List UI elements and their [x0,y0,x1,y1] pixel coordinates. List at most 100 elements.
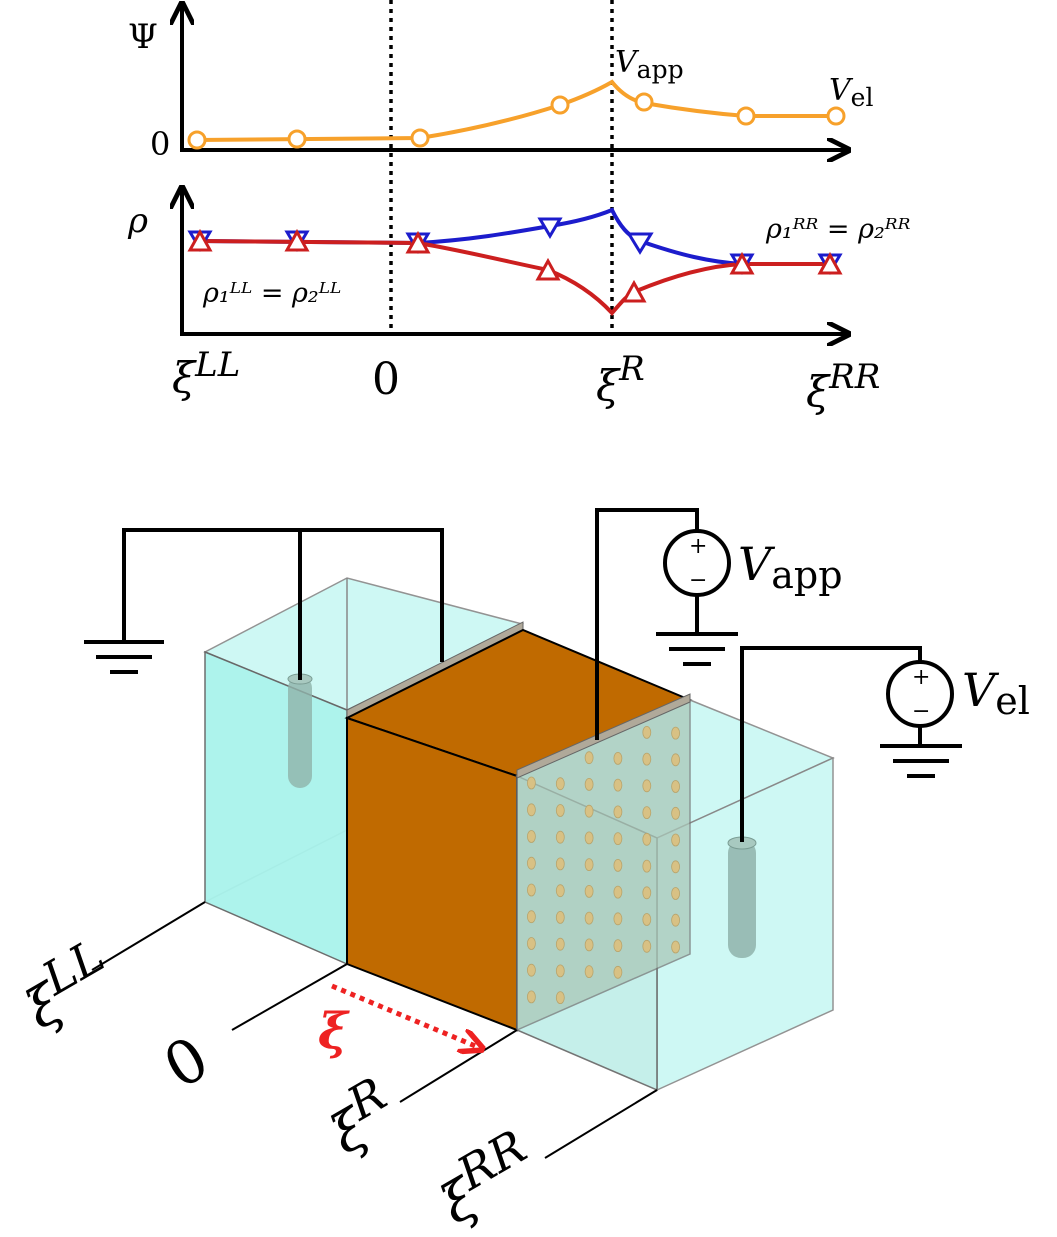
v-app-base: V [615,45,640,80]
pore-dot [642,806,652,819]
rho-right-equality: ρ₁ᴿᴿ = ρ₂ᴿᴿ [765,214,911,245]
pore-dot [671,806,680,820]
pore-dot [555,911,565,924]
pore-dot [613,805,623,819]
pore-dot [613,912,623,926]
pore-dot [555,991,565,1004]
potential-curve [196,79,836,142]
left-electrode [287,673,313,788]
rho-down-marker [729,251,755,275]
pore-dot [642,886,652,900]
potential-marker [826,106,846,126]
pore-dot [613,885,623,899]
potential-marker [187,130,207,150]
pore-dot [613,939,623,952]
pore-dots [527,726,680,1004]
pore-dot [584,751,594,765]
rho-up-marker [626,232,654,255]
rho-down-curve [199,239,830,316]
psi-axis-label: Ψ [128,17,158,57]
v-app-label-top: Vapp [615,45,684,84]
position-xi-R: ξR [313,1067,408,1167]
position-xi-RR: ξRR [423,1119,548,1236]
pore-dot [671,940,680,954]
v-app-plus: + [689,534,707,559]
position-line-zero [231,963,348,1031]
position-xi-LL: ξLL [8,928,126,1041]
rho-down-markers [187,228,843,303]
pore-dot [584,938,594,952]
rho-down-marker [405,230,431,254]
tick-xi-LL-base: ξ [172,353,197,402]
potential-marker [287,129,307,149]
pore-dot [584,885,594,898]
pore-dot [527,856,536,870]
pore-dot [671,833,680,847]
pore-dot [613,965,623,979]
top-plot: Ψ 0 ρ Vapp Vel [127,0,911,416]
v-el-wire [740,646,922,842]
xi-arrow-label: ξ [318,1001,350,1060]
position-line-R [399,1029,518,1103]
v-app-label: Vapp [738,537,843,597]
position-line-LL [91,901,206,971]
pore-dot [642,726,652,739]
v-el-minus: − [912,699,930,724]
tick-xi-RR: ξRR [806,357,880,416]
pore-dot [671,860,680,874]
pore-dot [527,803,536,817]
pore-dot [642,832,652,846]
pore-dot [584,965,594,978]
pore-dot [527,937,536,950]
ground-wire [122,528,444,662]
position-line-RR [544,1089,658,1159]
ground-symbol-left [84,640,164,674]
pore-dot [584,858,594,871]
potential-markers [187,92,846,150]
pore-dot [527,883,536,897]
pore-dot [671,913,680,927]
pore-dot [584,831,594,845]
position-zero: 0 [153,1023,221,1103]
tick-xi-R-base: ξ [596,361,621,410]
potential-marker [736,106,756,126]
pore-dot [671,780,680,793]
v-app-label-base: V [738,537,776,591]
pore-dot [613,752,623,765]
pore-dot [584,911,594,925]
rho-left-equality: ρ₁ᴸᴸ = ρ₂ᴸᴸ [202,278,341,309]
rho-up-marker [537,217,563,239]
rho-down-marker [535,257,561,281]
potential-marker [550,95,570,115]
rho-down-marker [621,279,647,303]
tick-xi-RR-base: ξ [806,367,831,416]
v-el-label-base: V [962,663,1000,717]
v-el-label-top: Vel [829,73,873,112]
tick-zero: 0 [372,354,400,405]
xi-arrow [331,983,480,1048]
cell-diagram: + − Vapp + − Vel ξLL [8,508,1030,1236]
pore-dot [642,859,652,873]
v-app-minus: − [689,568,707,593]
pore-dot [671,726,680,740]
rho-down-marker [817,251,843,275]
potential-marker [634,92,654,112]
pore-dot [613,859,623,872]
v-app-sub: app [637,55,684,84]
v-el-sub: el [851,83,874,112]
rho-up-curve [199,207,830,266]
pore-dot [642,779,652,793]
rho-down-marker [187,228,213,252]
v-app-label-sub: app [771,553,842,597]
rho-down-marker [284,228,310,252]
pore-dot [671,887,680,900]
tick-xi-LL-sup: LL [194,345,240,385]
pore-dot [555,964,565,978]
pore-dot [642,752,652,766]
pore-dot [555,857,565,871]
pore-dot [527,910,536,924]
ground-symbol-vapp [656,632,738,666]
v-el-label: Vel [962,663,1030,723]
v-el-base: V [829,73,854,108]
